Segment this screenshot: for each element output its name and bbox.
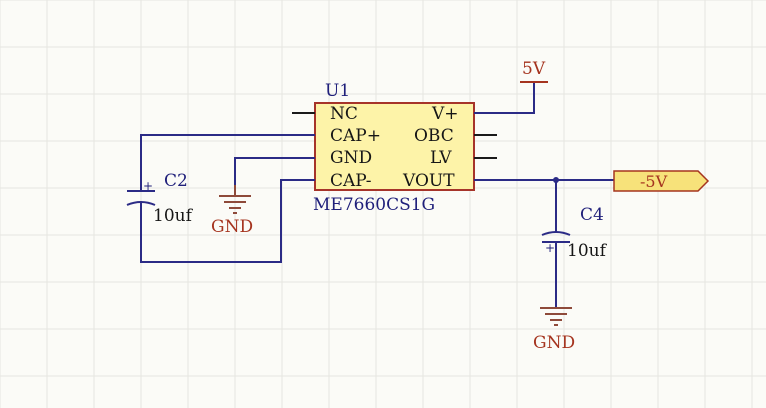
- c2-plus-sign: +: [143, 179, 153, 193]
- ground-label-left: GND: [211, 217, 253, 237]
- output-port-shape[interactable]: [613, 170, 710, 192]
- pin-label-obc: OBC: [414, 126, 454, 146]
- wire-cap-minus[interactable]: [140, 179, 315, 263]
- output-port-label: -5V: [640, 172, 668, 191]
- c2-designator: C2: [164, 171, 188, 191]
- ground-symbol-right[interactable]: GND: [533, 307, 575, 353]
- wire-cap-plus[interactable]: [140, 134, 315, 185]
- wires: [140, 82, 614, 263]
- power-port-5v[interactable]: 5V: [520, 59, 548, 83]
- c4-value: 10uf: [567, 241, 608, 261]
- ic-part-number: ME7660CS1G: [313, 195, 435, 215]
- ground-label-right: GND: [533, 333, 575, 353]
- pin-label-nc: NC: [330, 104, 358, 124]
- pin-label-gnd: GND: [330, 148, 372, 168]
- ic-body[interactable]: [314, 102, 475, 191]
- pin-label-cap-plus: CAP+: [330, 126, 381, 146]
- pin-label-vout: VOUT: [402, 171, 455, 191]
- pin-label-vplus: V+: [431, 104, 459, 124]
- ic-u1[interactable]: U1 ME7660CS1G NC CAP+ GND CAP- V+ OBC LV…: [292, 81, 497, 215]
- power-label: 5V: [522, 59, 546, 79]
- wire-vplus[interactable]: [474, 82, 535, 114]
- junction-dot: [553, 177, 559, 183]
- ic-designator: U1: [325, 81, 350, 101]
- pin-label-cap-minus: CAP-: [330, 171, 372, 191]
- capacitor-c4[interactable]: + C4 10uf: [541, 205, 608, 308]
- capacitor-c2[interactable]: + C2 10uf: [126, 171, 194, 226]
- pin-label-lv: LV: [430, 148, 452, 168]
- wire-gnd[interactable]: [234, 157, 315, 185]
- c4-designator: C4: [580, 205, 604, 225]
- ground-symbol-left[interactable]: GND: [211, 185, 253, 237]
- c2-value: 10uf: [153, 206, 194, 226]
- c4-plus-sign: +: [545, 241, 555, 255]
- output-port-minus5v[interactable]: -5V: [613, 170, 710, 192]
